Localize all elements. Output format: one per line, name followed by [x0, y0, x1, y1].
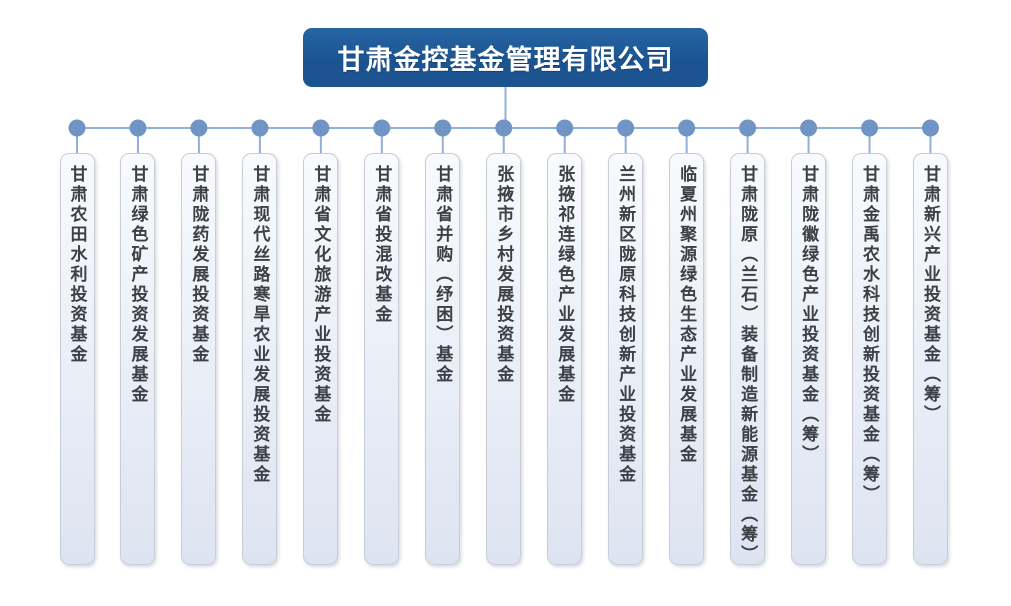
fund-node: 甘肃陇药发展投资基金	[181, 153, 217, 565]
fund-label: 甘肃省并购（纾困）基金	[433, 165, 453, 385]
connector-dot-icon	[556, 119, 574, 137]
fund-node: 甘肃新兴产业投资基金（筹）	[913, 153, 948, 565]
fund-node: 甘肃陇原（兰石）装备制造新能源基金（筹）	[730, 153, 766, 565]
fund-node: 甘肃金禹农水科技创新投资基金（筹）	[852, 153, 888, 565]
fund-label: 甘肃省文化旅游产业投资基金	[311, 165, 331, 425]
fund-label: 甘肃陇原（兰石）装备制造新能源基金（筹）	[738, 165, 758, 565]
fund-node: 张掖祁连绿色产业发展基金	[547, 153, 583, 565]
connector-dot-icon	[861, 119, 879, 137]
fund-label: 张掖祁连绿色产业发展基金	[555, 165, 575, 405]
fund-node: 甘肃省并购（纾困）基金	[425, 153, 461, 565]
fund-label: 临夏州聚源绿色生态产业发展基金	[677, 165, 697, 465]
connector-dot-icon	[495, 119, 513, 137]
fund-node: 甘肃农田水利投资基金	[59, 153, 95, 565]
fund-label: 甘肃新兴产业投资基金（筹）	[921, 165, 940, 425]
connector-dot-icon	[434, 119, 452, 137]
fund-label: 兰州新区陇原科技创新产业投资基金	[616, 165, 636, 485]
fund-node: 甘肃省文化旅游产业投资基金	[303, 153, 339, 565]
connector-dot-icon	[373, 119, 391, 137]
fund-label: 甘肃现代丝路寒旱农业发展投资基金	[250, 165, 270, 485]
fund-label: 张掖市乡村发展投资基金	[494, 165, 514, 385]
fund-label: 甘肃省投混改基金	[372, 165, 392, 325]
org-root-node: 甘肃金控基金管理有限公司	[303, 28, 708, 87]
connector-dot-icon	[678, 119, 696, 137]
fund-label: 甘肃金禹农水科技创新投资基金（筹）	[860, 165, 880, 505]
fund-node: 甘肃陇徽绿色产业投资基金（筹）	[791, 153, 827, 565]
connector-dot-icon	[129, 119, 147, 137]
fund-label: 甘肃农田水利投资基金	[67, 165, 87, 365]
connector-dot-icon	[617, 119, 635, 137]
connector-dot-icon	[251, 119, 269, 137]
connector-dot-icon	[68, 119, 86, 137]
fund-label: 甘肃陇徽绿色产业投资基金（筹）	[799, 165, 819, 465]
fund-node: 甘肃省投混改基金	[364, 153, 400, 565]
connector-dot-icon	[739, 119, 757, 137]
fund-node: 张掖市乡村发展投资基金	[486, 153, 522, 565]
fund-label: 甘肃绿色矿产投资发展基金	[128, 165, 148, 405]
connector-dot-icon	[800, 119, 818, 137]
connector-dot-icon	[922, 119, 939, 137]
connector-dot-icon	[312, 119, 330, 137]
fund-label: 甘肃陇药发展投资基金	[189, 165, 209, 365]
fund-node: 兰州新区陇原科技创新产业投资基金	[608, 153, 644, 565]
fund-node: 临夏州聚源绿色生态产业发展基金	[669, 153, 705, 565]
fund-node: 甘肃现代丝路寒旱农业发展投资基金	[242, 153, 278, 565]
connector-dot-icon	[190, 119, 208, 137]
fund-node: 甘肃绿色矿产投资发展基金	[120, 153, 156, 565]
